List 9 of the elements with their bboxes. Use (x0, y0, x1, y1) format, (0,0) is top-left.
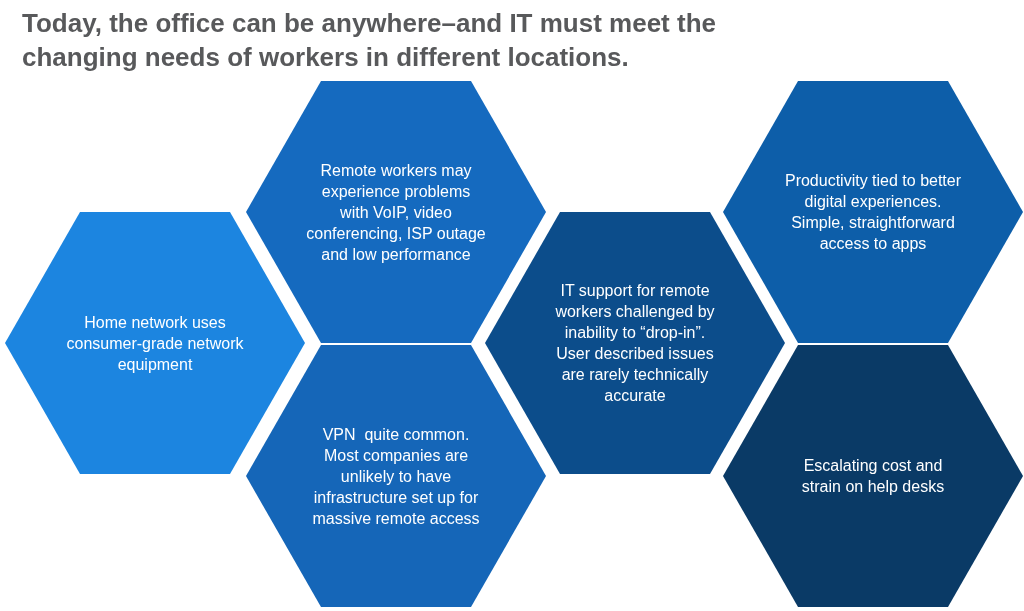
hexagon-text: VPN quite common. Most companies are unlikely to have infrastructure set up for massive remote access (311, 424, 481, 529)
title: Today, the office can be anywhere–and IT must meet the changing needs of workers in different locations. (22, 7, 717, 74)
hexagon-text: Home network uses consumer-grade network equipment (65, 312, 245, 375)
hexagon-text: Escalating cost and strain on help desks (800, 456, 946, 497)
hexagon-text: Remote workers may experience problems with VoIP, video conferencing, ISP outage and low performance (306, 160, 486, 265)
hexagon-text: User described issues are rarely technically accurate (555, 344, 715, 406)
hexagon-text: Productivity tied to better digital experiences. (783, 171, 963, 212)
hexagon-text: Simple, straightforward access to apps (790, 213, 956, 254)
hexagon-text: IT support for remote workers challenged by inability to “drop-in”. (554, 281, 716, 343)
